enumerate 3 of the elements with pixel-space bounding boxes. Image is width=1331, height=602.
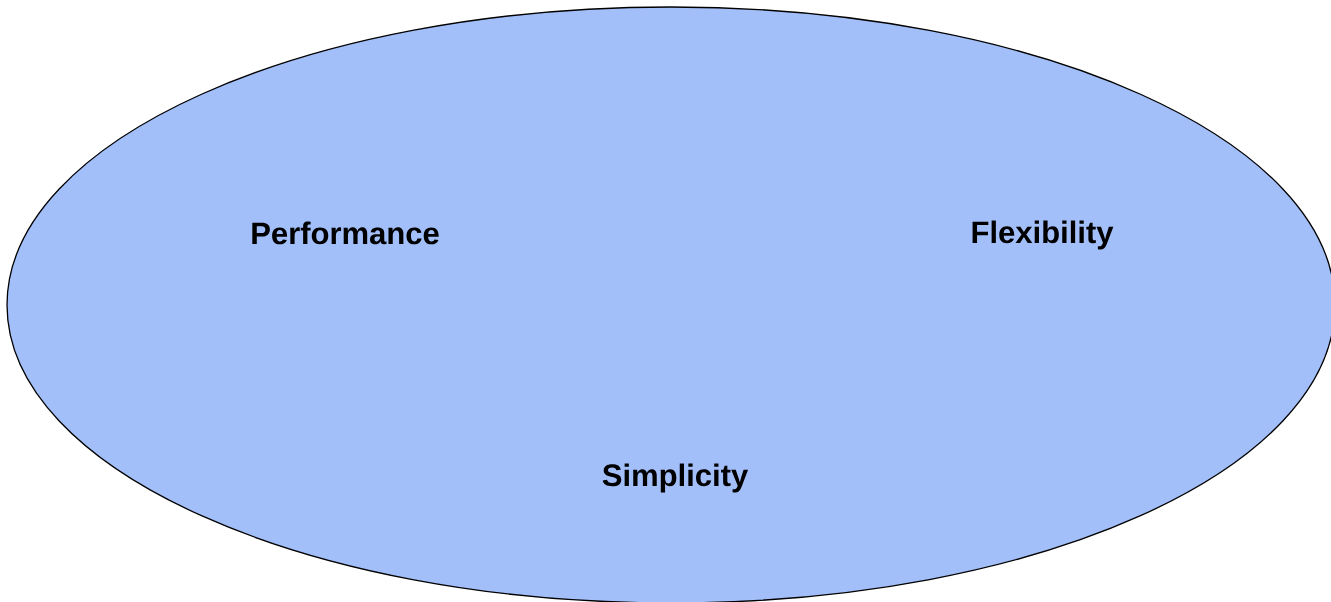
- label-text: Flexibility: [972, 220, 1114, 250]
- label-text: Performance: [252, 221, 439, 245]
- label-text: Simplicity: [602, 463, 749, 493]
